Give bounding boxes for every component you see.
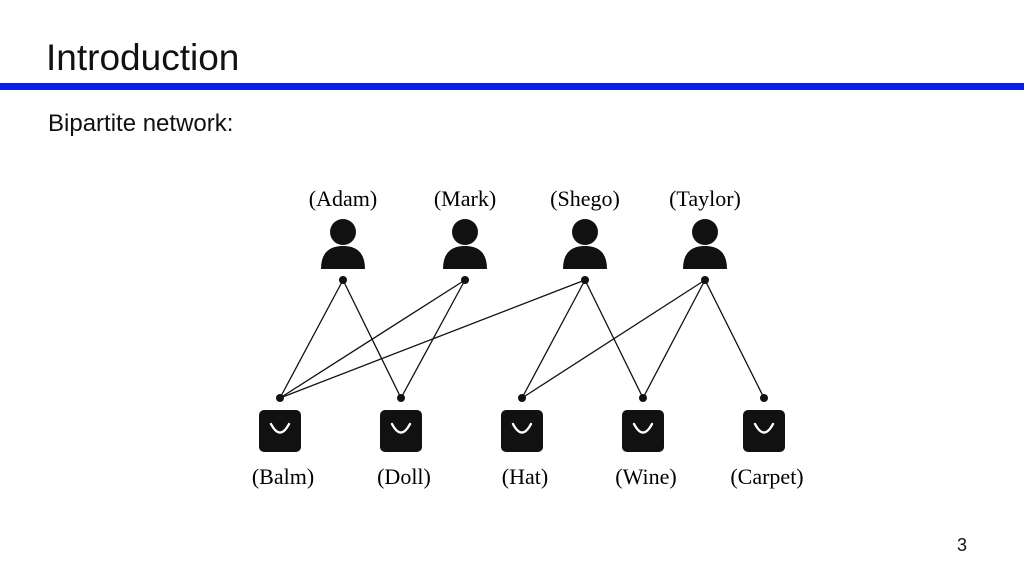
item-label-carpet: (Carpet): [730, 464, 803, 489]
shopping-bag-icon: [501, 410, 543, 452]
shopping-bag-icon: [622, 410, 664, 452]
items-layer: (Balm) (Doll) (Hat) (Wine) (Carpet): [252, 394, 804, 489]
item-label-doll: (Doll): [377, 464, 431, 489]
slide-subtitle: Bipartite network:: [48, 110, 234, 137]
user-label-shego: (Shego): [550, 186, 620, 211]
title-underline: [0, 83, 1024, 90]
item-connector-dot: [639, 394, 647, 402]
user-label-adam: (Adam): [309, 186, 377, 211]
user-connector-dot: [339, 276, 347, 284]
users-layer: (Adam) (Mark) (Shego) (Taylor): [309, 186, 741, 284]
person-icon: [563, 219, 607, 269]
item-connector-dot: [397, 394, 405, 402]
item-label-hat: (Hat): [502, 464, 548, 489]
person-icon: [683, 219, 727, 269]
user-label-taylor: (Taylor): [669, 186, 741, 211]
person-icon: [321, 219, 365, 269]
user-connector-dot: [701, 276, 709, 284]
user-connector-dot: [581, 276, 589, 284]
user-connector-dot: [461, 276, 469, 284]
item-node-balm: (Balm): [252, 394, 314, 489]
item-node-hat: (Hat): [501, 394, 548, 489]
user-label-mark: (Mark): [434, 186, 496, 211]
page-number: 3: [957, 535, 968, 555]
item-connector-dot: [276, 394, 284, 402]
edge-adam-balm: [279, 279, 344, 399]
slide-title: Introduction: [46, 37, 240, 78]
edge-taylor-hat: [521, 279, 706, 399]
item-label-balm: (Balm): [252, 464, 314, 489]
user-node-adam: (Adam): [309, 186, 377, 284]
item-node-doll: (Doll): [377, 394, 431, 489]
item-connector-dot: [518, 394, 526, 402]
shopping-bag-icon: [259, 410, 301, 452]
user-node-shego: (Shego): [550, 186, 620, 284]
shopping-bag-icon: [380, 410, 422, 452]
person-icon: [443, 219, 487, 269]
item-node-carpet: (Carpet): [730, 394, 804, 489]
edge-taylor-wine: [642, 279, 706, 399]
item-node-wine: (Wine): [615, 394, 677, 489]
item-label-wine: (Wine): [615, 464, 676, 489]
edge-shego-hat: [521, 279, 586, 399]
edge-taylor-carpet: [704, 279, 765, 399]
item-connector-dot: [760, 394, 768, 402]
edge-mark-balm: [279, 279, 466, 399]
user-node-mark: (Mark): [434, 186, 496, 284]
shopping-bag-icon: [743, 410, 785, 452]
user-node-taylor: (Taylor): [669, 186, 741, 284]
edges-layer: [279, 279, 765, 399]
edge-shego-balm: [279, 279, 586, 399]
